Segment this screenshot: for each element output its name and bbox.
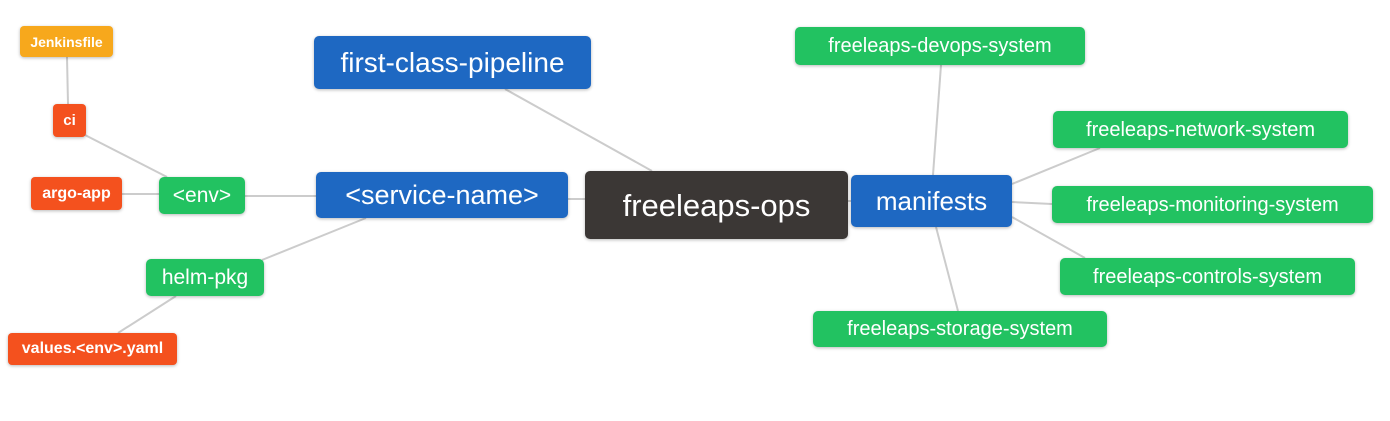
node-freeleaps-devops-system[interactable]: freeleaps-devops-system bbox=[795, 27, 1085, 65]
node-values-env-yaml[interactable]: values.<env>.yaml bbox=[8, 333, 177, 365]
node-freeleaps-ops-root[interactable]: freeleaps-ops bbox=[585, 171, 848, 239]
node-freeleaps-monitoring-system[interactable]: freeleaps-monitoring-system bbox=[1052, 186, 1373, 223]
node-argo-app[interactable]: argo-app bbox=[31, 177, 122, 210]
edge-ci-env bbox=[84, 134, 168, 178]
edge-manifests-controls-system bbox=[1011, 216, 1086, 259]
edge-manifests-network-system bbox=[1011, 147, 1101, 185]
node-first-class-pipeline[interactable]: first-class-pipeline bbox=[314, 36, 591, 89]
edge-manifests-storage-system bbox=[935, 226, 959, 312]
node-manifests[interactable]: manifests bbox=[851, 175, 1012, 227]
node-helm-pkg[interactable]: helm-pkg bbox=[146, 259, 264, 296]
node-freeleaps-network-system[interactable]: freeleaps-network-system bbox=[1053, 111, 1348, 148]
edge-service-name-helm-pkg bbox=[261, 217, 367, 261]
node-ci[interactable]: ci bbox=[53, 104, 86, 137]
node-freeleaps-controls-system[interactable]: freeleaps-controls-system bbox=[1060, 258, 1355, 295]
node-jenkinsfile[interactable]: Jenkinsfile bbox=[20, 26, 113, 57]
node-service-name[interactable]: <service-name> bbox=[316, 172, 568, 218]
edge-jenkinsfile-ci bbox=[66, 56, 69, 105]
edge-manifests-devops-system bbox=[932, 64, 942, 176]
edge-helm-pkg-values bbox=[117, 295, 177, 334]
edge-manifests-monitoring-system bbox=[1011, 201, 1053, 205]
edge-first-class-pipeline-ops bbox=[504, 88, 653, 172]
node-env[interactable]: <env> bbox=[159, 177, 245, 214]
node-freeleaps-storage-system[interactable]: freeleaps-storage-system bbox=[813, 311, 1107, 347]
